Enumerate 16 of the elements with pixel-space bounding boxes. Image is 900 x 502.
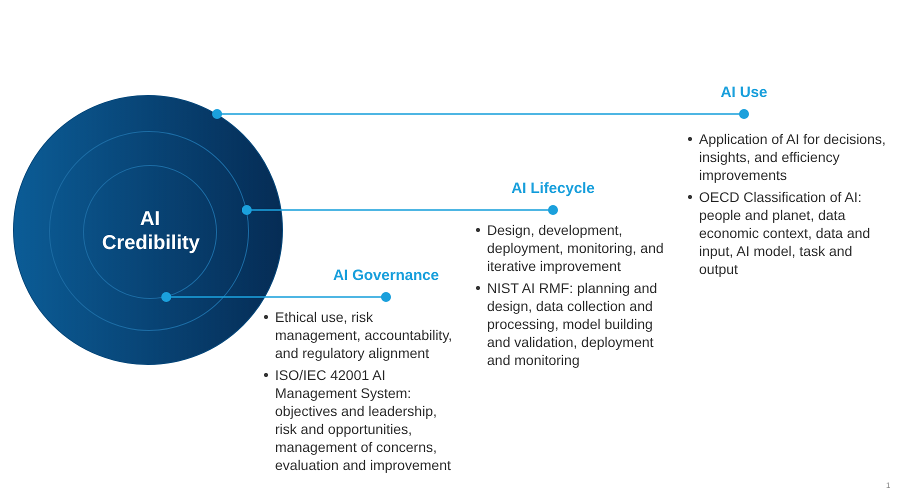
leader-line bbox=[161, 292, 391, 302]
section-heading: AI Governance bbox=[316, 265, 456, 297]
section-heading: AI Lifecycle bbox=[493, 178, 613, 210]
ring bbox=[49, 131, 249, 331]
bullet-text: OECD Classification of AI: people and planet, data economic context, data and input, AI model, task and output bbox=[699, 189, 870, 277]
center-title: AI Credibility bbox=[101, 207, 201, 255]
bullet-text: Ethical use, risk management, accountability, and regulatory alignment bbox=[275, 309, 452, 361]
leader-line bbox=[212, 109, 749, 119]
page-number: 1 bbox=[886, 481, 890, 490]
inner-circle bbox=[83, 165, 217, 299]
bullet-text: NIST AI RMF: planning and design, data collection and processing, model building and validation, deployment and monitoring bbox=[487, 280, 658, 368]
bullet-text: Application of AI for decisions, insights, and efficiency improvements bbox=[699, 131, 886, 183]
section-heading: AI Use bbox=[684, 82, 804, 114]
bullet-text: Design, development, deployment, monitoring, and iterative improvement bbox=[487, 222, 664, 274]
bullet-text: ISO/IEC 42001 AI Management System: objectives and leadership, risk and opportunities, management of concerns, evaluation and improvement bbox=[275, 367, 451, 473]
leader-line bbox=[242, 205, 558, 215]
